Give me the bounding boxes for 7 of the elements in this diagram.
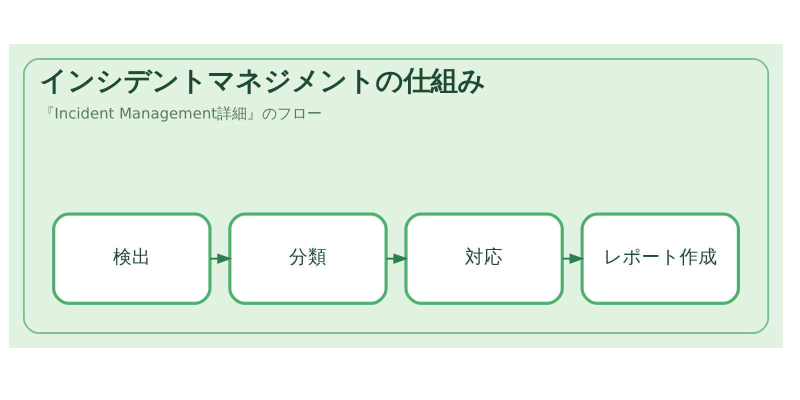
node-box: レポート作成 xyxy=(580,212,740,304)
node-box: 検出 xyxy=(52,212,212,304)
node-box: 対応 xyxy=(404,212,564,304)
arrow xyxy=(386,252,408,264)
arrow xyxy=(562,252,584,264)
node-box: 分類 xyxy=(228,212,388,304)
arrow xyxy=(210,252,232,264)
